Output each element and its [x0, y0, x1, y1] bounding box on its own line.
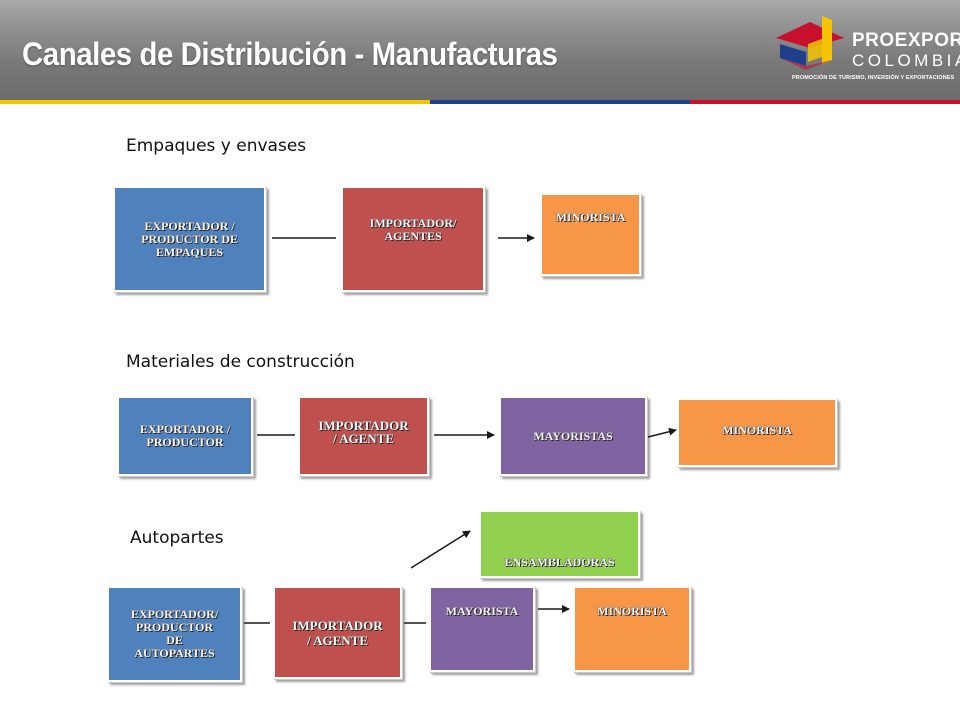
node-label: IMPORTADOR/ AGENTES — [369, 216, 457, 243]
section-label-materiales: Materiales de construcción — [126, 352, 355, 372]
node-label: MINORISTA — [597, 603, 667, 618]
page-title: Canales de Distribución - Manufacturas — [22, 36, 558, 72]
logo-tagline: PROMOCIÓN DE TURISMO, INVERSIÓN Y EXPORT… — [792, 75, 955, 81]
node-exportador-productor-materiales: EXPORTADOR / PRODUCTOR — [117, 396, 253, 476]
node-label: MAYORISTAS — [533, 428, 613, 443]
arrow-s3-4 — [410, 530, 471, 569]
arrow-s2-3 — [647, 427, 677, 438]
node-label: MAYORISTA — [445, 603, 519, 618]
node-label: IMPORTADOR / AGENTE — [318, 418, 409, 446]
node-ensambladoras: ENSAMBLADORAS — [479, 510, 640, 578]
node-label: EXPORTADOR/ PRODUCTOR DE AUTOPARTES — [130, 607, 219, 660]
node-label: EXPORTADOR / PRODUCTOR DE EMPAQUES — [141, 218, 238, 259]
node-label: IMPORTADOR / AGENTE — [292, 617, 383, 648]
logo-house-icon — [776, 16, 844, 70]
node-mayorista-autopartes: MAYORISTA — [429, 586, 535, 672]
node-exportador-productor-empaques: EXPORTADOR / PRODUCTOR DE EMPAQUES — [113, 186, 266, 292]
node-label: MINORISTA — [722, 423, 792, 437]
flag-stripe-blue — [430, 100, 690, 104]
node-importador-agentes: IMPORTADOR/ AGENTES — [341, 186, 485, 292]
section-label-autopartes: Autopartes — [130, 528, 224, 548]
node-minorista-empaques: MINORISTA — [540, 193, 641, 276]
node-exportador-productor-autopartes: EXPORTADOR/ PRODUCTOR DE AUTOPARTES — [107, 586, 242, 682]
proexport-logo: PROEXPORT COLOMBIA PROMOCIÓN DE TURISMO,… — [770, 14, 960, 94]
node-mayoristas: MAYORISTAS — [499, 396, 647, 476]
node-label: EXPORTADOR / PRODUCTOR — [139, 422, 231, 449]
node-importador-agente-materiales: IMPORTADOR / AGENTE — [298, 396, 429, 476]
node-label: MINORISTA — [555, 210, 626, 224]
header-bar: Canales de Distribución - Manufacturas P… — [0, 0, 960, 100]
flag-stripe-yellow — [0, 100, 430, 104]
section-label-empaques: Empaques y envases — [126, 136, 307, 156]
node-importador-agente-autopartes: IMPORTADOR / AGENTE — [273, 586, 402, 679]
logo-name: PROEXPORT — [852, 30, 960, 51]
node-label: ENSAMBLADORAS — [504, 554, 615, 569]
flag-stripe-red — [690, 100, 960, 104]
node-minorista-autopartes: MINORISTA — [573, 586, 691, 672]
node-minorista-materiales: MINORISTA — [677, 398, 837, 467]
logo-country: COLOMBIA — [852, 51, 960, 70]
